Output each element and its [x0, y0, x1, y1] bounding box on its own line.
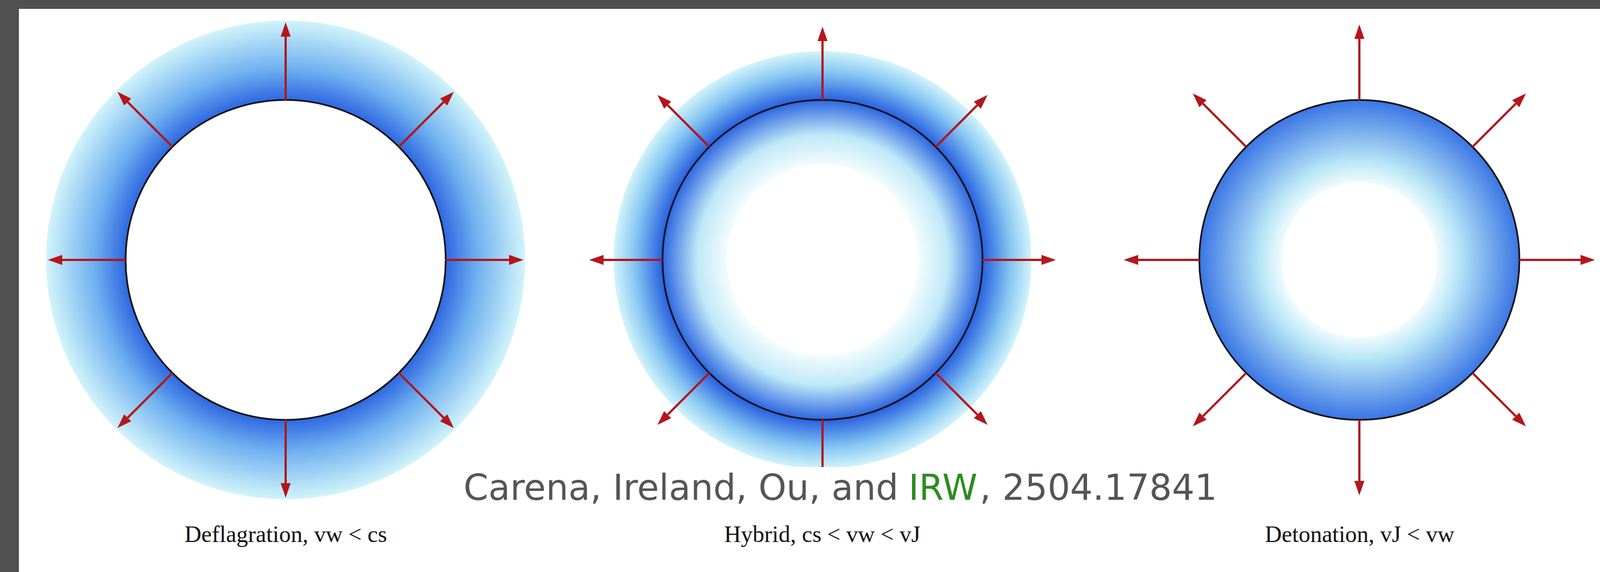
citation-text: Carena, Ireland, Ou, and	[462, 467, 900, 509]
arrow-head	[657, 411, 672, 426]
arrow-head	[973, 95, 988, 109]
expansion-arrow	[1358, 420, 1361, 482]
citation-text: , 2504.17841	[978, 467, 1219, 509]
arrow-head	[1041, 255, 1056, 266]
expansion-arrow	[445, 258, 510, 262]
expansion-arrow	[62, 258, 126, 262]
regime-caption: Deflagration, vw < cs	[184, 521, 387, 548]
expansion-arrow	[667, 373, 710, 416]
expansion-arrow	[284, 420, 287, 484]
expansion-arrow	[821, 41, 824, 101]
citation-text: IRW	[907, 467, 979, 509]
regime-caption: Detonation, vJ < vw	[1264, 521, 1455, 548]
expansion-arrow	[1519, 258, 1581, 262]
arrow-head	[117, 414, 132, 429]
arrow-head	[1123, 255, 1139, 266]
arrow-head	[589, 255, 604, 266]
arrow-head	[280, 483, 291, 498]
expansion-arrow	[399, 102, 445, 148]
arrow-head	[280, 22, 291, 37]
arrow-head	[1354, 24, 1365, 39]
arrow-head	[1512, 93, 1527, 108]
expansion-arrow	[935, 373, 978, 416]
expansion-arrow	[1203, 373, 1247, 417]
expansion-arrow	[982, 258, 1042, 262]
arrow-head	[1512, 412, 1527, 427]
expansion-arrow	[935, 105, 978, 147]
expansion-arrow	[399, 373, 445, 419]
expansion-arrow	[1472, 373, 1517, 417]
arrow-head	[1192, 93, 1207, 108]
arrow-head	[117, 91, 132, 106]
expansion-arrow	[127, 373, 173, 419]
citation: Carena, Ireland, Ou, andIRW, 2504.17841	[462, 467, 1219, 509]
expansion-arrow	[1358, 38, 1361, 101]
regime-caption: Hybrid, cs < vw < vJ	[724, 521, 921, 548]
arrow-head	[440, 91, 455, 106]
arrow-head	[657, 95, 672, 109]
arrow-head	[1354, 481, 1365, 496]
arrow-head	[440, 414, 455, 429]
expansion-arrow	[1203, 103, 1247, 148]
arrow-head	[973, 411, 988, 426]
expansion-arrow	[1472, 103, 1517, 148]
arrow-head	[47, 255, 63, 266]
arrow-head	[1580, 255, 1595, 266]
expansion-arrow	[603, 258, 663, 262]
arrow-head	[817, 26, 828, 42]
expansion-arrow	[284, 36, 287, 101]
expansion-arrow	[667, 105, 710, 147]
expansion-arrow	[127, 102, 173, 148]
expansion-arrow	[1138, 258, 1200, 262]
arrow-head	[509, 255, 524, 266]
arrow-head	[1192, 412, 1207, 427]
